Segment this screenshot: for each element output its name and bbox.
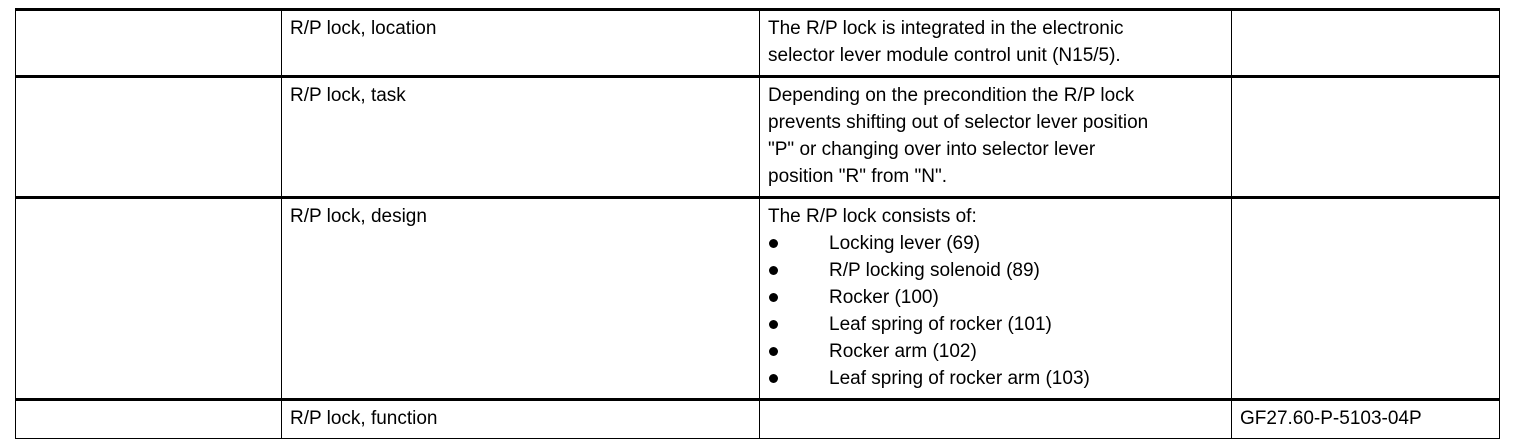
row-3-description-text: The R/P lock consists of:	[768, 206, 977, 227]
row-2-reference-text	[1232, 78, 1499, 124]
row-1-topic-label: R/P lock, location	[290, 18, 437, 39]
row-1-reference-cell	[1231, 8, 1500, 77]
list-item: R/P locking solenoid (89)	[768, 257, 1225, 284]
row-3-description-cell: The R/P lock consists of: Locking lever …	[759, 196, 1232, 401]
row-2-description-text: Depending on the precondition the R/P lo…	[768, 85, 1149, 187]
row-2-reference-cell	[1231, 75, 1500, 198]
list-item-label: Rocker arm (102)	[829, 341, 977, 362]
row-2-cell-blank	[15, 75, 282, 198]
row-1-topic-cell: R/P lock, location	[281, 8, 760, 77]
component-bullet-list: Locking lever (69) R/P locking solenoid (…	[768, 230, 1225, 392]
table-row: R/P lock, location The R/P lock is integ…	[15, 8, 1500, 77]
row-3-topic-cell: R/P lock, design	[281, 196, 760, 401]
list-item: Leaf spring of rocker (101)	[768, 311, 1225, 338]
row-2-topic-cell: R/P lock, task	[281, 75, 760, 198]
list-item-label: Leaf spring of rocker arm (103)	[829, 368, 1090, 389]
list-item: Locking lever (69)	[768, 230, 1225, 257]
row-3-topic-label: R/P lock, design	[290, 206, 427, 227]
row-4-description-cell	[759, 399, 1232, 439]
row-3-reference-text	[1232, 199, 1499, 245]
bullet-icon	[769, 266, 778, 275]
row-4-blank-content	[16, 401, 281, 411]
row-1-blank-content	[16, 11, 281, 57]
list-item-label: R/P locking solenoid (89)	[829, 260, 1040, 281]
row-3-cell-blank	[15, 196, 282, 401]
list-item-label: Rocker (100)	[829, 287, 939, 308]
row-3-reference-cell	[1231, 196, 1500, 401]
document-reference-code: GF27.60-P-5103-04P	[1240, 408, 1422, 429]
bullet-icon	[769, 293, 778, 302]
list-item-label: Locking lever (69)	[829, 233, 981, 254]
row-1-cell-blank	[15, 8, 282, 77]
bullet-icon	[769, 239, 778, 248]
table-row: R/P lock, task Depending on the precondi…	[15, 75, 1500, 198]
table-row: R/P lock, function GF27.60-P-5103-04P	[15, 399, 1500, 439]
row-1-description-cell: The R/P lock is integrated in the electr…	[759, 8, 1232, 77]
row-3-blank-content	[16, 199, 281, 245]
row-2-topic-label: R/P lock, task	[290, 85, 406, 106]
row-4-reference-cell: GF27.60-P-5103-04P	[1231, 399, 1500, 439]
row-4-topic-cell: R/P lock, function	[281, 399, 760, 439]
row-4-cell-blank	[15, 399, 282, 439]
row-2-description-cell: Depending on the precondition the R/P lo…	[759, 75, 1232, 198]
list-item: Leaf spring of rocker arm (103)	[768, 365, 1225, 392]
row-4-topic-label: R/P lock, function	[290, 408, 438, 429]
list-item: Rocker (100)	[768, 284, 1225, 311]
specification-table: R/P lock, location The R/P lock is integ…	[15, 8, 1500, 439]
row-2-blank-content	[16, 78, 281, 124]
list-item-label: Leaf spring of rocker (101)	[829, 314, 1052, 335]
row-1-reference-text	[1232, 11, 1499, 57]
bullet-icon	[769, 374, 778, 383]
table-row: R/P lock, design The R/P lock consists o…	[15, 196, 1500, 401]
list-item: Rocker arm (102)	[768, 338, 1225, 365]
bullet-icon	[769, 347, 778, 356]
bullet-icon	[769, 320, 778, 329]
row-1-description-text: The R/P lock is integrated in the electr…	[768, 18, 1124, 66]
